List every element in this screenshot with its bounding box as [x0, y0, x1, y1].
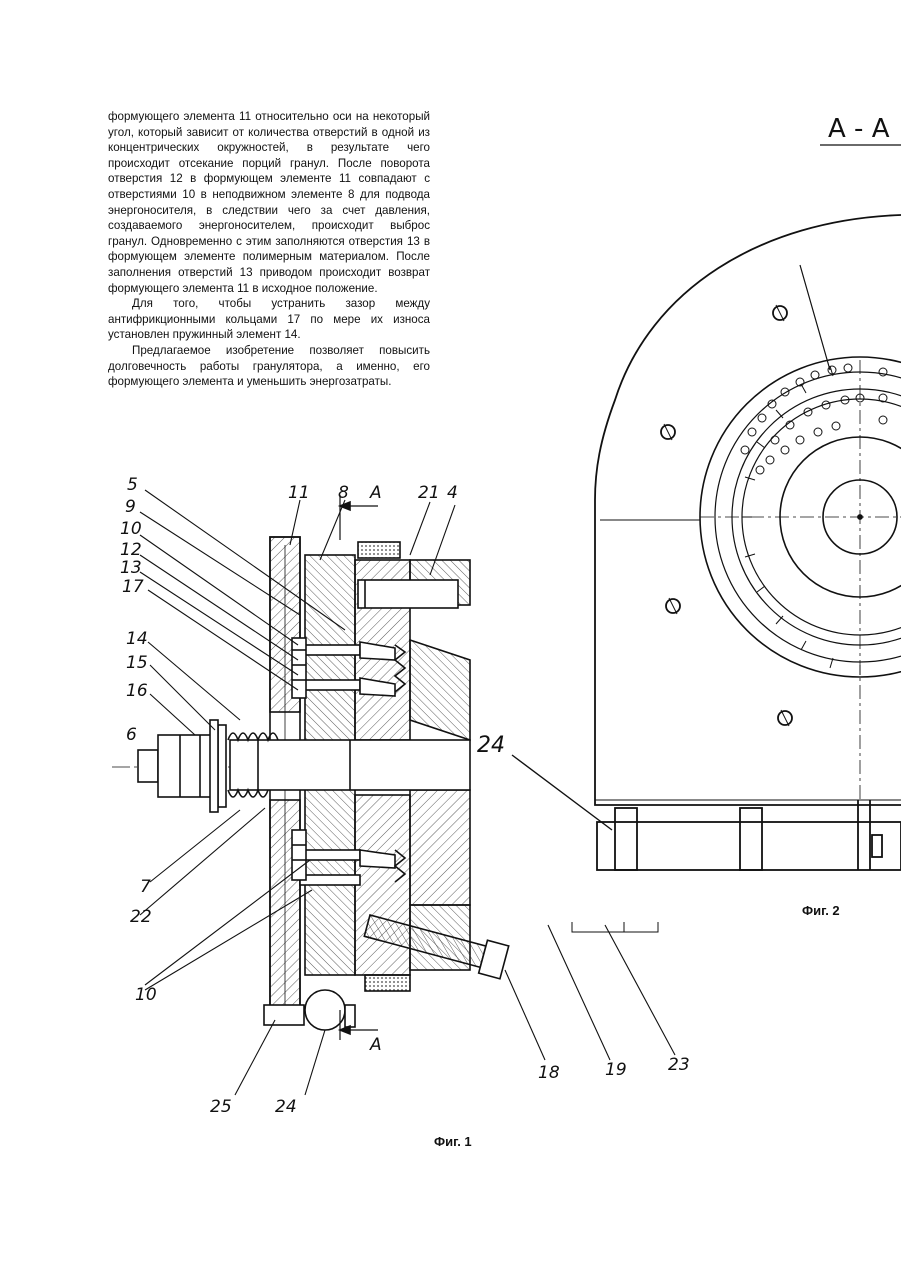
figure-2-labels: А - А 24	[477, 114, 890, 758]
label-15: 15	[126, 653, 148, 673]
label-a-bottom: A	[369, 1035, 382, 1055]
label-10-lower: 10	[135, 985, 157, 1005]
label-4: 4	[447, 483, 458, 503]
label-12: 12	[120, 540, 142, 560]
fig2-label-24: 24	[477, 733, 505, 758]
label-17: 17	[122, 577, 144, 597]
label-21: 21	[418, 483, 440, 503]
label-25: 25	[210, 1097, 232, 1117]
label-16: 16	[126, 681, 148, 701]
label-10-upper: 10	[120, 519, 142, 539]
label-5: 5	[127, 475, 138, 495]
label-11: 11	[288, 483, 310, 503]
label-a-top: A	[369, 483, 382, 503]
label-18: 18	[538, 1063, 560, 1083]
figure-2-drawing	[512, 145, 901, 932]
section-title-a-a: А - А	[828, 114, 890, 144]
label-14: 14	[126, 629, 148, 649]
figure-2-caption: Фиг. 2	[802, 903, 840, 918]
label-9: 9	[125, 497, 136, 517]
label-22: 22	[130, 907, 152, 927]
label-23: 23	[668, 1055, 690, 1075]
label-7: 7	[140, 877, 151, 897]
figure-1-caption: Фиг. 1	[434, 1134, 472, 1149]
label-8: 8	[338, 483, 349, 503]
figure-1-drawing	[112, 490, 675, 1095]
label-6: 6	[126, 725, 137, 745]
label-13: 13	[120, 558, 142, 578]
label-24: 24	[275, 1097, 297, 1117]
label-19: 19	[605, 1060, 627, 1080]
